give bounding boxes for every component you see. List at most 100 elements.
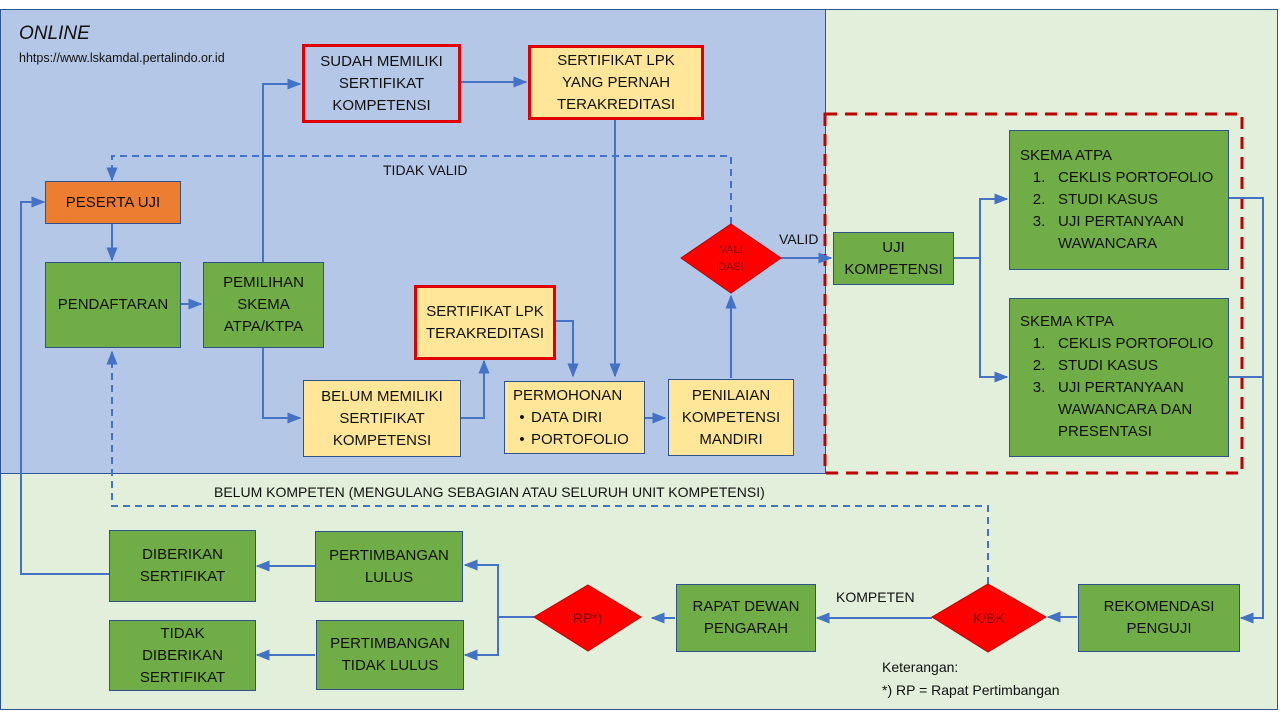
- node-label: PERTIMBANGAN: [330, 635, 450, 652]
- node-label: YANG PERNAH: [561, 73, 671, 91]
- node-label: MANDIRI: [699, 430, 763, 448]
- edge-pemilihan-belum: [262, 347, 302, 424]
- node-label: DIBERIKAN: [142, 546, 223, 563]
- node-label: REKOMENDASI: [1103, 598, 1215, 615]
- node-label: PENDAFTARAN: [57, 296, 169, 313]
- edge-label-valid: VALID: [779, 231, 819, 247]
- node-label: SUDAH MEMILIKI: [320, 52, 443, 70]
- node-sertifikat-lpk-pernah[interactable]: SERTIFIKAT LPK YANG PERNAH TERAKREDITASI: [528, 45, 704, 120]
- node-peserta-uji[interactable]: PESERTA UJI: [45, 181, 181, 224]
- diamond-text: DASI: [718, 260, 744, 273]
- node-skema-ktpa[interactable]: SKEMA KTPA 1.CEKLIS PORTOFOLIO 2.STUDI K…: [1009, 298, 1229, 457]
- node-label: SERTIFIKAT: [339, 409, 425, 427]
- list-item: 1.CEKLIS PORTOFOLIO: [1032, 169, 1214, 186]
- skema-title: SKEMA KTPA: [1020, 313, 1114, 330]
- node-diberikan-sertifikat[interactable]: DIBERIKAN SERTIFIKAT: [109, 530, 256, 602]
- edge-uji-ktpa: [979, 258, 1009, 383]
- edge-atpa-rekomendasi: [1228, 197, 1264, 624]
- bullet-icon: •: [519, 408, 525, 426]
- edge-label-tidak-valid: TIDAK VALID: [383, 162, 468, 178]
- item-text: DATA DIRI: [531, 408, 603, 426]
- node-label: PESERTA UJI: [65, 193, 161, 211]
- node-rekomendasi-penguji[interactable]: REKOMENDASI PENGUJI: [1078, 584, 1240, 652]
- edge-uji-atpa: [953, 193, 1009, 259]
- node-sudah-memiliki-sertifikat[interactable]: SUDAH MEMILIKI SERTIFIKAT KOMPETENSI: [302, 44, 461, 123]
- node-pertimbangan-lulus[interactable]: PERTIMBANGAN LULUS: [315, 531, 463, 602]
- edge-pemilihan-sudah: [262, 78, 302, 262]
- list-item: 1.CEKLIS PORTOFOLIO: [1032, 335, 1214, 352]
- node-label: PENGUJI: [1126, 620, 1192, 637]
- node-uji-kompetensi[interactable]: UJI KOMPETENSI: [833, 232, 954, 285]
- node-permohonan[interactable]: PERMOHONAN • DATA DIRI • PORTOFOLIO: [504, 381, 645, 454]
- node-label: KOMPETENSI: [681, 408, 781, 426]
- node-label: LULUS: [364, 568, 414, 586]
- node-label: SERTIFIKAT: [338, 74, 425, 92]
- edge-label-belum-kompeten: BELUM KOMPETEN (MENGULANG SEBAGIAN ATAU …: [214, 484, 765, 500]
- node-skema-atpa[interactable]: SKEMA ATPA 1.CEKLIS PORTOFOLIO 2.STUDI K…: [1009, 130, 1229, 270]
- node-pendaftaran[interactable]: PENDAFTARAN: [45, 262, 181, 348]
- decision-kbk: [931, 583, 1047, 653]
- edge-rp-tidaklulus: [463, 617, 499, 661]
- node-label: SERTIFIKAT: [139, 568, 226, 585]
- permohonan-item: • PORTOFOLIO: [513, 429, 629, 451]
- list-item: 2.STUDI KASUS: [1032, 191, 1159, 208]
- node-label: TERAKREDITASI: [425, 324, 545, 342]
- node-label: BELUM MEMILIKI: [321, 387, 443, 405]
- edge-label-kompeten: KOMPETEN: [836, 589, 915, 605]
- node-penilaian-mandiri[interactable]: PENILAIAN KOMPETENSI MANDIRI: [668, 379, 794, 456]
- list-item: WAWANCARA DAN: [1058, 401, 1193, 418]
- list-item: WAWANCARA: [1058, 235, 1158, 252]
- node-label: SERTIFIKAT: [139, 668, 226, 686]
- online-zone-title: ONLINE: [19, 23, 90, 44]
- node-tidak-diberikan-sertifikat[interactable]: TIDAK DIBERIKAN SERTIFIKAT: [109, 620, 256, 691]
- node-label: PERTIMBANGAN: [329, 546, 449, 564]
- edge-diberikan-peserta: [20, 196, 109, 575]
- node-label: SERTIFIKAT LPK: [557, 51, 675, 69]
- decision-validasi-label[interactable]: VALI DASI: [681, 224, 781, 293]
- node-sertifikat-lpk-terakreditasi[interactable]: SERTIFIKAT LPK TERAKREDITASI: [414, 285, 556, 360]
- decision-kbk-label[interactable]: K/BK: [932, 584, 1046, 652]
- decision-rp-label[interactable]: RP*): [534, 585, 641, 651]
- node-label: ATPA/KTPA: [223, 318, 304, 335]
- edge-tidak-valid: [106, 155, 732, 224]
- diamond-text: K/BK: [973, 609, 1005, 626]
- node-label: TIDAK: [160, 624, 205, 642]
- node-label: UJI: [882, 238, 905, 256]
- node-label: KOMPETENSI: [332, 96, 431, 114]
- edge-lpk-permohonan: [554, 320, 579, 378]
- list-item: 3.UJI PERTANYAAN: [1032, 379, 1184, 396]
- node-pemilihan-skema[interactable]: PEMILIHAN SKEMA ATPA/KTPA: [203, 262, 324, 348]
- skema-atpa-list: 1.CEKLIS PORTOFOLIO 2.STUDI KASUS 3.UJI …: [1020, 167, 1214, 255]
- edge-belum-kompeten: [106, 350, 989, 584]
- list-item: 3.UJI PERTANYAAN: [1032, 213, 1184, 230]
- node-label: PEMILIHAN: [223, 274, 304, 291]
- node-label: PENGARAH: [703, 620, 789, 637]
- node-label: KOMPETENSI: [844, 260, 943, 278]
- node-label: SKEMA: [237, 296, 290, 313]
- node-label: TIDAK LULUS: [341, 657, 439, 674]
- item-text: PORTOFOLIO: [531, 430, 629, 448]
- node-label: SERTIFIKAT LPK: [426, 302, 544, 320]
- node-rapat-dewan-pengarah[interactable]: RAPAT DEWAN PENGARAH: [676, 584, 816, 652]
- diamond-text: VALI: [719, 243, 743, 256]
- list-item: PRESENTASI: [1058, 423, 1152, 440]
- node-belum-memiliki-sertifikat[interactable]: BELUM MEMILIKI SERTIFIKAT KOMPETENSI: [303, 380, 461, 457]
- legend-note: *) RP = Rapat Pertimbangan: [882, 682, 1060, 698]
- decision-validasi: [680, 223, 782, 294]
- node-pertimbangan-tidak-lulus[interactable]: PERTIMBANGAN TIDAK LULUS: [316, 620, 464, 690]
- online-zone-url: hhtps://www.lskamdal.pertalindo.or.id: [19, 51, 225, 65]
- node-label: DIBERIKAN: [142, 646, 223, 664]
- list-item: 2.STUDI KASUS: [1032, 357, 1159, 374]
- permohonan-item: • DATA DIRI: [513, 407, 602, 429]
- edge-rp-lulus: [463, 559, 534, 618]
- node-label: RAPAT DEWAN: [692, 598, 800, 615]
- legend-title: Keterangan:: [882, 659, 959, 675]
- node-label: TERAKREDITASI: [556, 95, 676, 113]
- skema-ktpa-list: 1.CEKLIS PORTOFOLIO 2.STUDI KASUS 3.UJI …: [1020, 333, 1214, 443]
- edge-belum-lpk: [460, 359, 490, 419]
- node-title: PERMOHONAN: [513, 386, 623, 404]
- diamond-text: RP*): [572, 609, 603, 626]
- node-label: KOMPETENSI: [332, 431, 432, 449]
- decision-rp: [533, 584, 642, 652]
